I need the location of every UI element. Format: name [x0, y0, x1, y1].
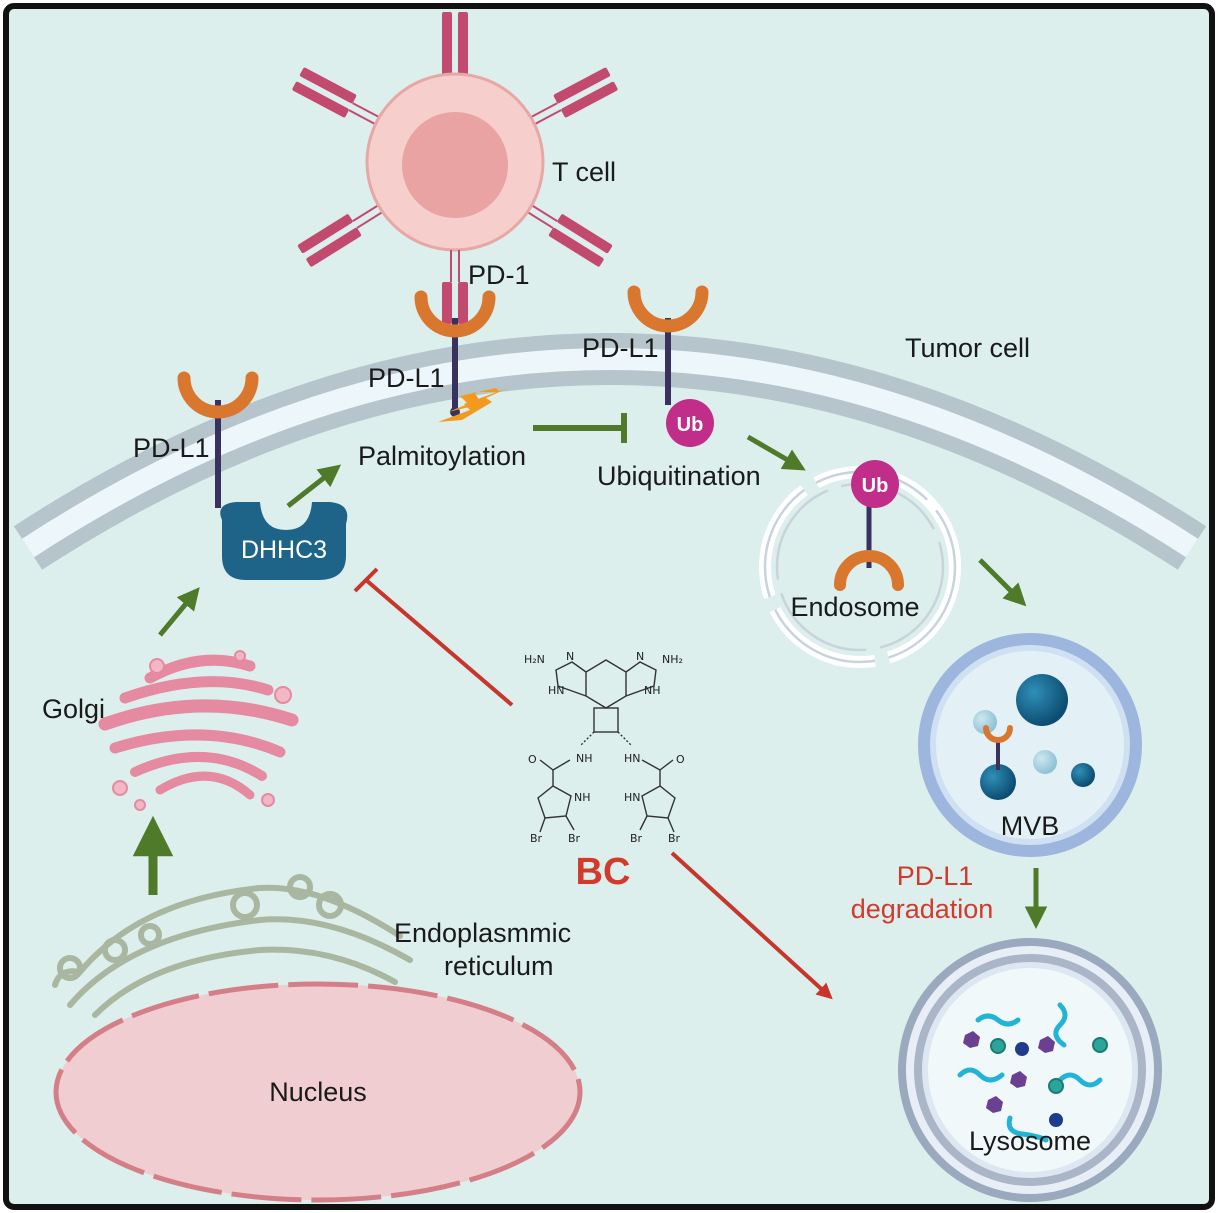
ubiquitin-icon [666, 399, 714, 447]
lysosome-label: Lysosome [969, 1126, 1091, 1156]
svg-text:HN: HN [624, 752, 641, 765]
golgi-label: Golgi [42, 694, 105, 724]
degradation-label-line1: PD-L1 [897, 861, 974, 891]
svg-text:NH₂: NH₂ [662, 653, 683, 666]
arrow-golgi-to-dhhc3 [158, 587, 200, 637]
ubiquitin-endosome-icon [851, 460, 899, 508]
pd1-receptor [442, 250, 468, 324]
dhhc3-label: DHHC3 [241, 536, 327, 564]
svg-text:Br: Br [530, 832, 543, 845]
tumor-cell-membrane [13, 333, 1207, 570]
nucleus [53, 981, 583, 1203]
svg-text:Br: Br [568, 832, 581, 845]
svg-text:O: O [676, 753, 685, 766]
dhhc3-enzyme [220, 502, 348, 580]
endosome-label: Endosome [790, 592, 919, 622]
arrow-dhhc3-to-palmitoylation [286, 464, 342, 508]
pdl1-left-receptor [177, 371, 259, 508]
bc-label: BC [576, 851, 631, 893]
t-cell-label: T cell [552, 157, 616, 187]
pdl1-right-label: PD-L1 [582, 333, 659, 363]
tumor-cell-label: Tumor cell [905, 333, 1030, 363]
golgi-vesicles [112, 650, 292, 811]
endoplasmic-reticulum [52, 874, 413, 1018]
bc-inhibits-dhhc3 [353, 567, 514, 707]
svg-text:O: O [528, 753, 537, 766]
pdl1-right-receptor [627, 285, 714, 447]
palmitoylation-label: Palmitoylation [358, 441, 526, 471]
ub-endosome-label: Ub [862, 475, 889, 497]
svg-text:H₂N: H₂N [524, 653, 545, 666]
t-cell-receptor-lower-right [518, 199, 613, 267]
endosome [759, 460, 961, 668]
arrow-endosome-to-mvb [978, 558, 1027, 607]
bc-structure-atoms: H₂N NH₂ N N HN NH NH HN O O NH HN Br Br … [524, 650, 685, 845]
lysosome [898, 938, 1162, 1202]
figure-frame [3, 3, 1215, 1210]
palmitoylation-inhibits-ubiquitination [533, 413, 627, 443]
palmitoylation-lightning-icon [438, 388, 508, 422]
svg-text:N: N [566, 650, 574, 663]
degradation-label-line2: degradation [851, 894, 994, 924]
ub-membrane-label: Ub [677, 414, 704, 436]
svg-text:Br: Br [630, 832, 643, 845]
pd1-label: PD-1 [468, 260, 530, 290]
arrow-ubiquitination-to-endosome [746, 434, 806, 471]
er-label-line2: reticulum [444, 951, 554, 981]
bc-promotes-lysosomal-degradation [670, 851, 833, 1000]
svg-text:NH: NH [574, 791, 591, 804]
t-cell [292, 12, 618, 324]
svg-text:N: N [636, 650, 644, 663]
nucleus-label: Nucleus [269, 1077, 367, 1107]
svg-text:HN: HN [548, 684, 565, 697]
mvb-label: MVB [1001, 811, 1060, 841]
mvb [918, 633, 1142, 857]
ubiquitination-label: Ubiquitination [597, 461, 761, 491]
bc-chemical-structure [537, 659, 676, 833]
pdl1-bound-label: PD-L1 [368, 363, 445, 393]
svg-text:NH: NH [576, 752, 593, 765]
svg-text:HN: HN [624, 791, 641, 804]
pdl1-left-label: PD-L1 [133, 433, 210, 463]
svg-text:Br: Br [668, 832, 681, 845]
er-label-line1: Endoplasmmic [394, 918, 571, 948]
t-cell-receptor-upper-left [292, 67, 389, 130]
svg-text:NH: NH [644, 684, 661, 697]
